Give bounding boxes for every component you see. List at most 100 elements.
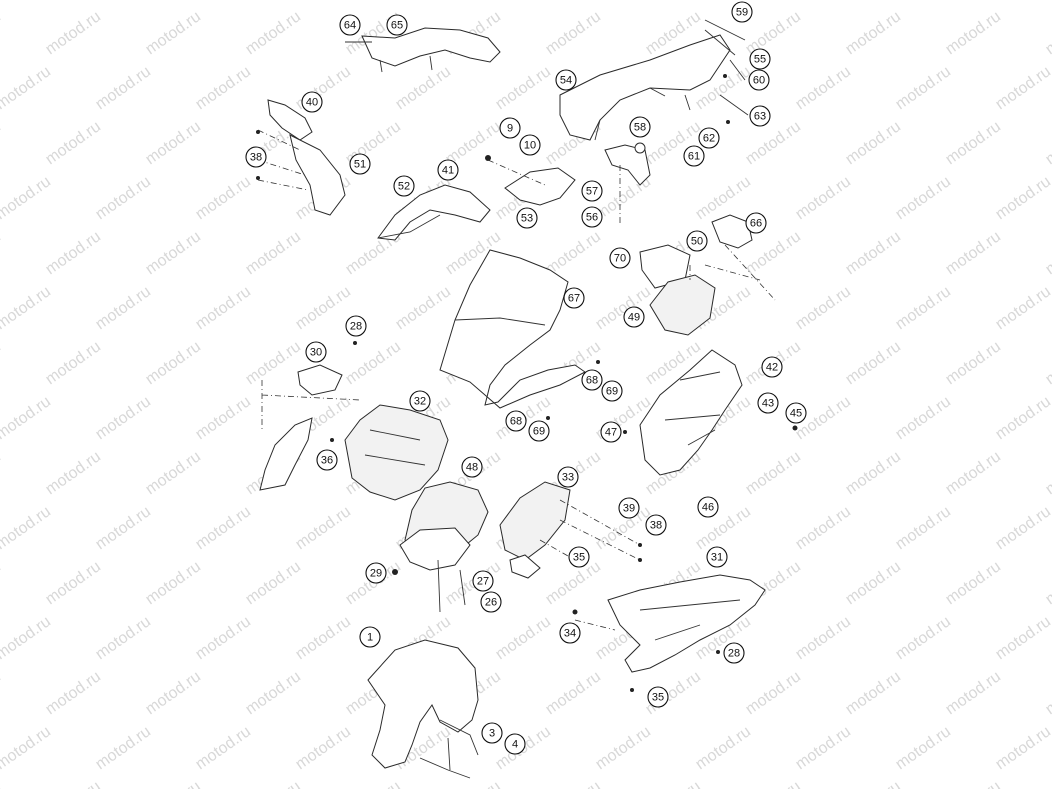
watermark-text: motod.ru bbox=[493, 63, 554, 113]
callout-circle bbox=[629, 116, 651, 138]
watermark-text: motod.ru bbox=[93, 173, 154, 223]
watermark-text: motod.ru bbox=[0, 558, 4, 608]
watermark-text: motod.ru bbox=[43, 778, 104, 789]
callout-number: 56 bbox=[586, 212, 598, 224]
watermark-text: motod.ru bbox=[943, 338, 1004, 388]
callout-number: 55 bbox=[754, 54, 766, 66]
callout-circle bbox=[339, 14, 361, 36]
callout-38: 38 bbox=[245, 146, 267, 168]
callout-4: 4 bbox=[504, 733, 526, 755]
watermark-text: motod.ru bbox=[0, 0, 54, 3]
watermark-text: motod.ru bbox=[993, 723, 1052, 773]
watermark-text: motod.ru bbox=[93, 503, 154, 553]
watermark-text: motod.ru bbox=[43, 558, 104, 608]
callout-number: 68 bbox=[510, 416, 522, 428]
callout-number: 30 bbox=[310, 347, 322, 359]
watermark-text: motod.ru bbox=[193, 63, 254, 113]
callout-64: 64 bbox=[339, 14, 361, 36]
watermark-text: motod.ru bbox=[143, 448, 204, 498]
watermark-text: motod.ru bbox=[193, 613, 254, 663]
watermark-text: motod.ru bbox=[0, 63, 54, 113]
watermark-text: motod.ru bbox=[0, 393, 54, 443]
watermark-text: motod.ru bbox=[843, 668, 904, 718]
watermark-text: motod.ru bbox=[943, 558, 1004, 608]
callout-circle bbox=[581, 180, 603, 202]
watermark-text: motod.ru bbox=[1043, 448, 1052, 498]
callout-39: 39 bbox=[618, 497, 640, 519]
watermark-text: motod.ru bbox=[0, 118, 4, 168]
watermark-text: motod.ru bbox=[843, 338, 904, 388]
watermark-text: motod.ru bbox=[793, 283, 854, 333]
watermark-text: motod.ru bbox=[393, 0, 454, 3]
part-30-bracket bbox=[297, 364, 343, 396]
watermark-text: motod.ru bbox=[643, 778, 704, 789]
callout-circle bbox=[647, 686, 669, 708]
callout-number: 35 bbox=[652, 692, 664, 704]
part-40-mirror bbox=[267, 99, 313, 141]
watermark-text: motod.ru bbox=[943, 668, 1004, 718]
callout-1: 1 bbox=[359, 626, 381, 648]
callout-3: 3 bbox=[481, 722, 503, 744]
watermark-text: motod.ru bbox=[243, 338, 304, 388]
callout-number: 33 bbox=[562, 472, 574, 484]
callout-number: 61 bbox=[688, 151, 700, 163]
callout-number: 9 bbox=[507, 123, 513, 135]
callout-circle bbox=[761, 356, 783, 378]
callout-circle bbox=[600, 421, 622, 443]
watermark-text: motod.ru bbox=[993, 503, 1052, 553]
watermark-text: motod.ru bbox=[943, 8, 1004, 58]
callout-circle bbox=[697, 496, 719, 518]
watermark-text: motod.ru bbox=[0, 283, 54, 333]
part-54-rear-frame bbox=[559, 34, 731, 141]
watermark-text: motod.ru bbox=[93, 393, 154, 443]
watermark-text: motod.ru bbox=[0, 448, 4, 498]
callout-47: 47 bbox=[600, 421, 622, 443]
callout-40: 40 bbox=[301, 91, 323, 113]
callout-circle bbox=[528, 420, 550, 442]
watermark-text: motod.ru bbox=[43, 228, 104, 278]
watermark-text: motod.ru bbox=[893, 393, 954, 443]
callout-circle bbox=[563, 287, 585, 309]
callout-number: 38 bbox=[650, 520, 662, 532]
callout-circle bbox=[749, 48, 771, 70]
callout-circle bbox=[409, 390, 431, 412]
callout-number: 52 bbox=[398, 181, 410, 193]
callout-9: 9 bbox=[499, 117, 521, 139]
watermark-text: motod.ru bbox=[793, 63, 854, 113]
part-57-bracket bbox=[604, 144, 651, 186]
callout-circle bbox=[345, 315, 367, 337]
watermark-text: motod.ru bbox=[43, 8, 104, 58]
callout-number: 54 bbox=[560, 75, 572, 87]
callout-52: 52 bbox=[393, 175, 415, 197]
callout-circle bbox=[686, 230, 708, 252]
callout-number: 68 bbox=[586, 375, 598, 387]
callout-number: 49 bbox=[628, 312, 640, 324]
callout-circle bbox=[316, 449, 338, 471]
watermark-text: motod.ru bbox=[193, 283, 254, 333]
watermark-text: motod.ru bbox=[1043, 338, 1052, 388]
callout-68: 68 bbox=[581, 369, 603, 391]
callout-circle bbox=[461, 456, 483, 478]
part-67-windscreen bbox=[439, 249, 586, 409]
watermark-text: motod.ru bbox=[0, 778, 4, 789]
callout-number: 60 bbox=[753, 75, 765, 87]
callout-number: 35 bbox=[573, 552, 585, 564]
callout-circle bbox=[623, 306, 645, 328]
watermark-text: motod.ru bbox=[243, 8, 304, 58]
callout-number: 3 bbox=[489, 728, 495, 740]
watermark-text: motod.ru bbox=[193, 0, 254, 3]
watermark-text: motod.ru bbox=[1043, 668, 1052, 718]
watermark-text: motod.ru bbox=[993, 283, 1052, 333]
callout-number: 38 bbox=[250, 152, 262, 164]
watermark-text: motod.ru bbox=[93, 0, 154, 3]
watermark-text: motod.ru bbox=[0, 503, 54, 553]
watermark-text: motod.ru bbox=[493, 613, 554, 663]
watermark-text: motod.ru bbox=[893, 283, 954, 333]
callout-circle bbox=[559, 622, 581, 644]
callout-number: 46 bbox=[702, 502, 714, 514]
callout-number: 59 bbox=[736, 7, 748, 19]
callout-27: 27 bbox=[472, 570, 494, 592]
callout-58: 58 bbox=[629, 116, 651, 138]
callout-number: 47 bbox=[605, 427, 617, 439]
